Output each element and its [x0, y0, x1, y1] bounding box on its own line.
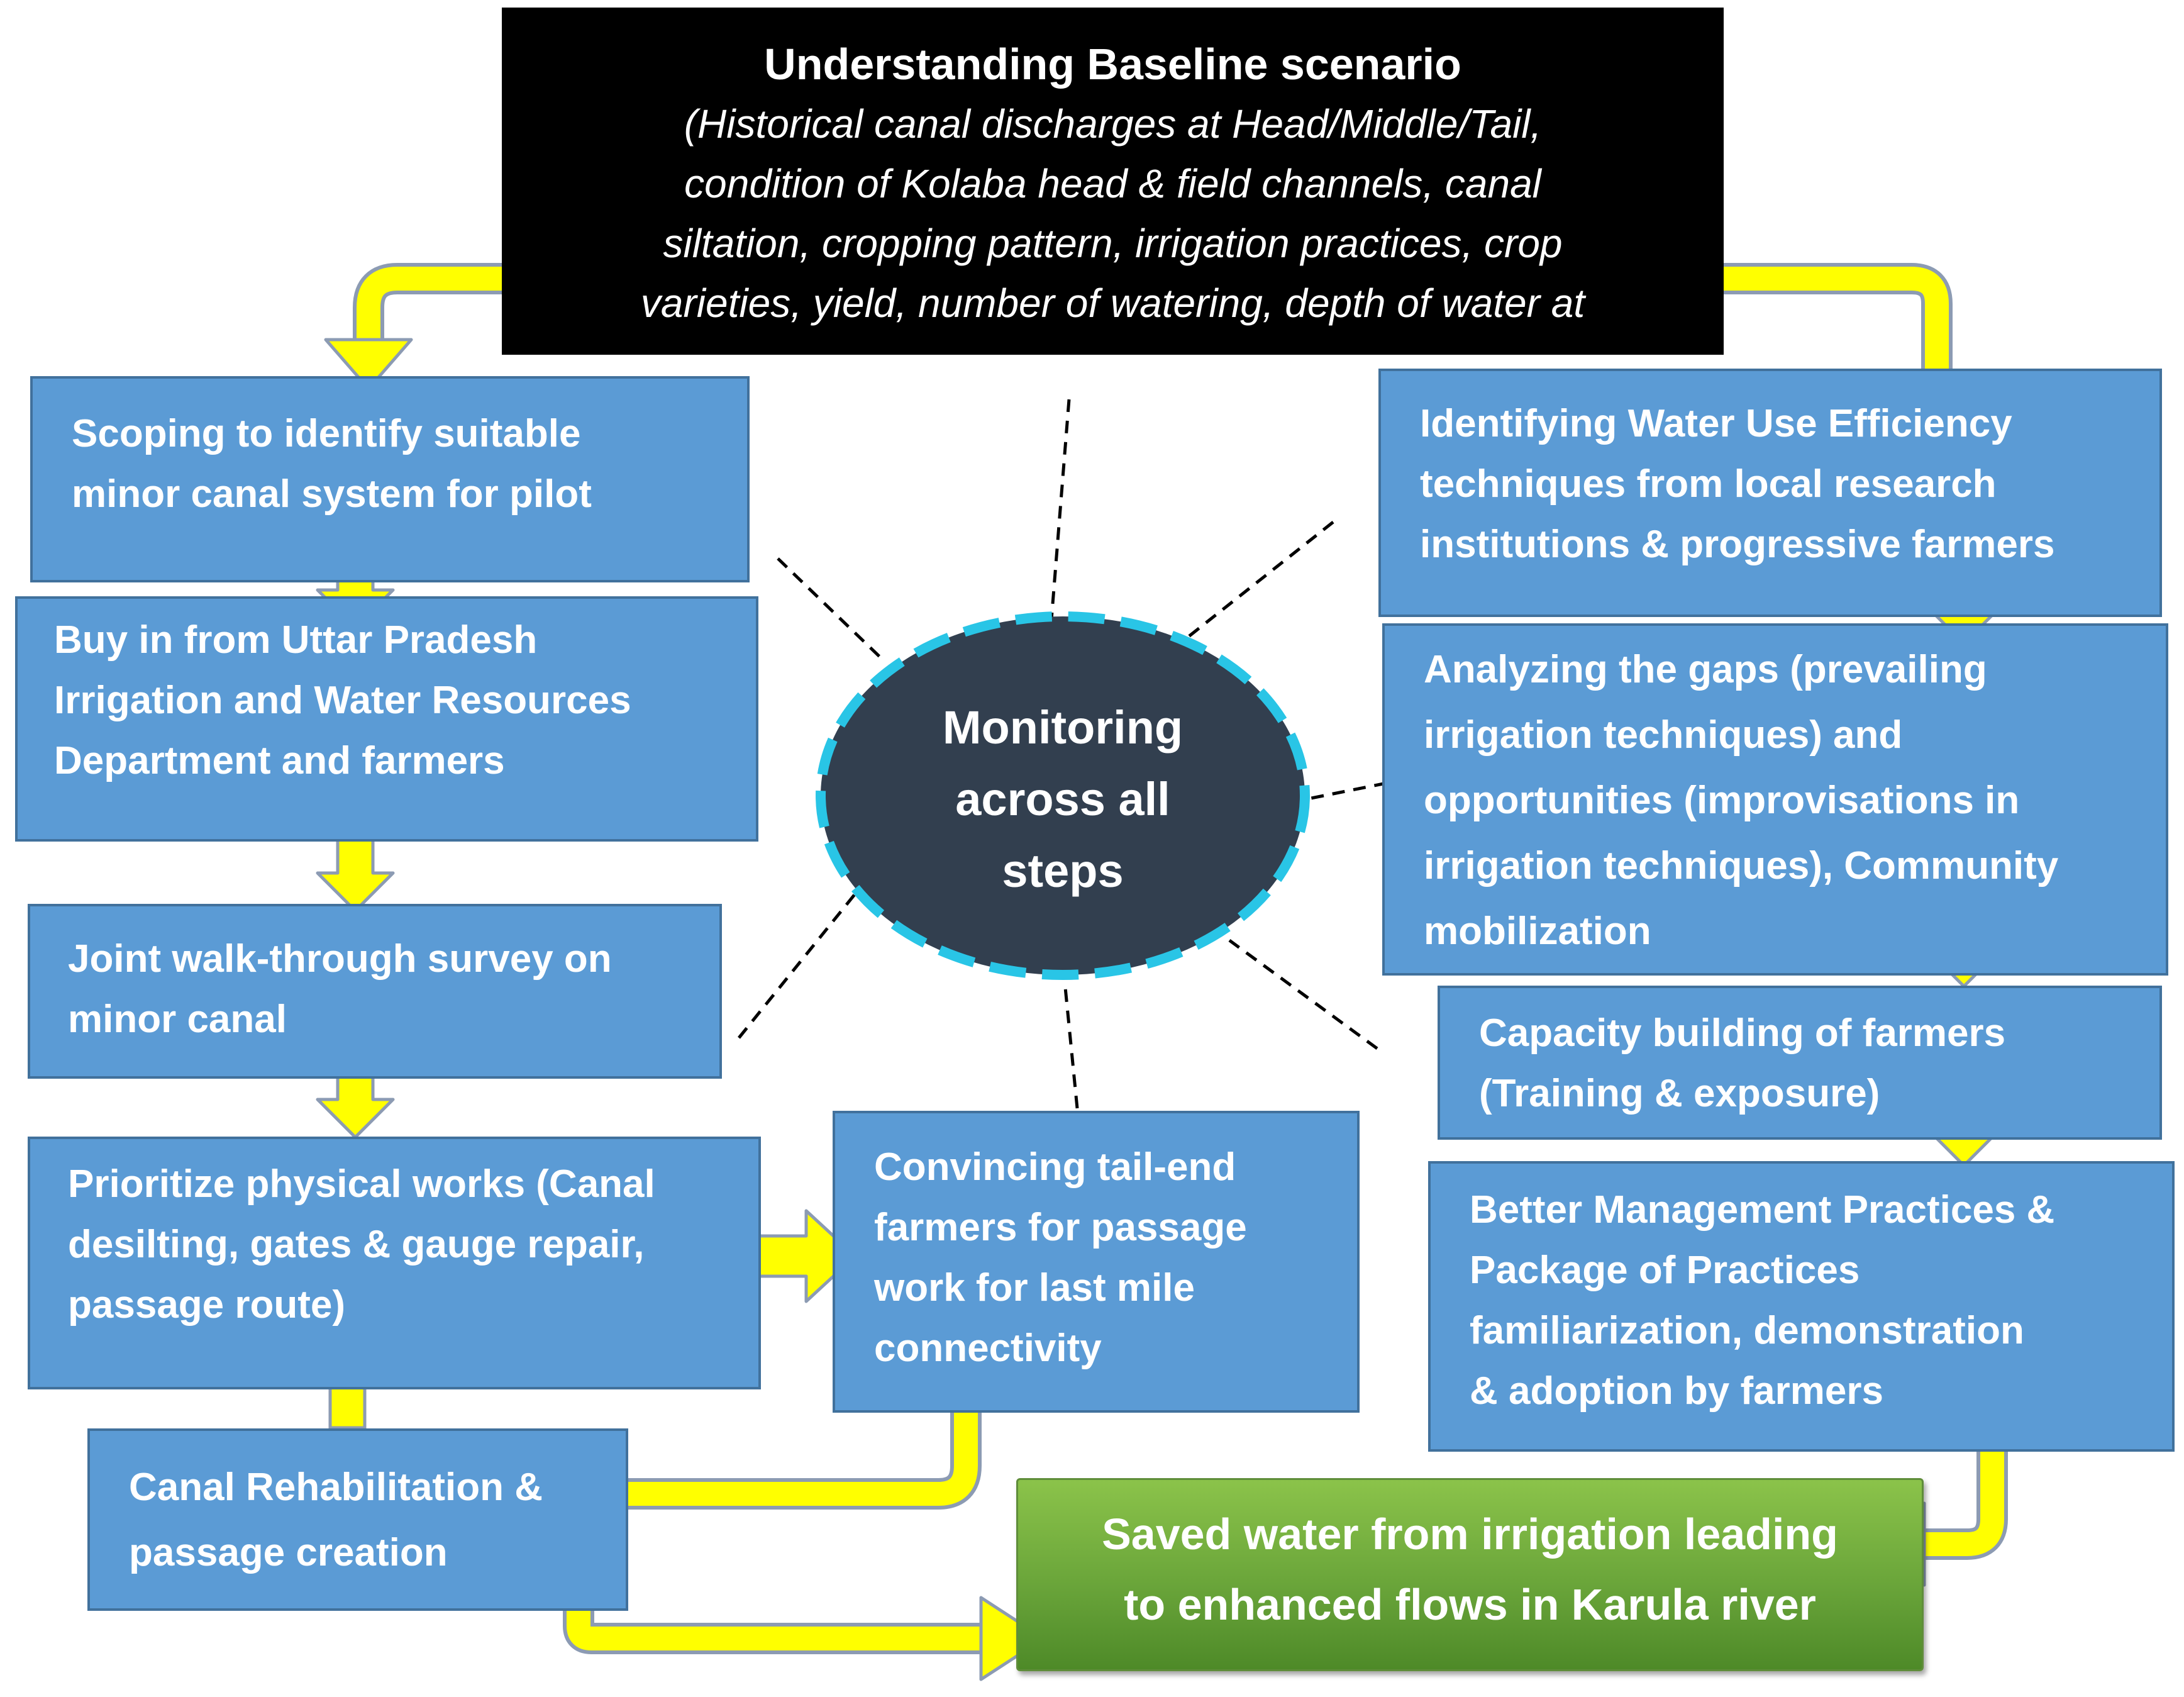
walk-through-box: Joint walk-through survey on minor canal	[28, 904, 722, 1079]
spoke-top-right	[1181, 521, 1334, 643]
arrow-rehabilitation-to-result	[563, 1596, 1046, 1681]
walk-through-text: Joint walk-through survey on minor canal	[68, 937, 612, 1041]
identifying-text: Identifying Water Use Efficiency techniq…	[1420, 402, 2055, 566]
arrow-convincing-to-rehabilitation	[626, 1383, 982, 1510]
rehabilitation-box: Canal Rehabilitation & passage creation	[87, 1428, 628, 1611]
arrow-baseline-to-identifying	[1701, 263, 1953, 372]
arrow-baseline-to-scoping	[324, 263, 542, 391]
spoke-right	[1307, 781, 1387, 801]
convincing-box: Convincing tail-end farmers for passage …	[833, 1111, 1360, 1413]
prioritize-box: Prioritize physical works (Canal desilti…	[28, 1137, 761, 1389]
analyzing-box: Analyzing the gaps (prevailing irrigatio…	[1382, 623, 2168, 976]
monitoring-spokes	[738, 399, 1387, 1109]
capacity-text: Capacity building of farmers (Training &…	[1479, 1011, 2006, 1115]
spoke-top	[1050, 399, 1071, 620]
practices-text: Better Management Practices & Package of…	[1470, 1188, 2055, 1413]
scoping-text: Scoping to identify suitable minor canal…	[72, 412, 592, 516]
baseline-detail: (Historical canal discharges at Head/Mid…	[640, 101, 1585, 326]
rehabilitation-text: Canal Rehabilitation & passage creation	[129, 1466, 543, 1574]
buy-in-box: Buy in from Uttar Pradesh Irrigation and…	[15, 596, 758, 842]
identifying-box: Identifying Water Use Efficiency techniq…	[1378, 369, 2162, 617]
arrow-buy-in-to-walk-through	[318, 837, 393, 911]
spoke-top-left	[777, 557, 885, 662]
monitoring-text: Monitoring across all steps	[942, 701, 1183, 897]
spoke-bottom-left	[738, 873, 872, 1039]
prioritize-text: Prioritize physical works (Canal desilti…	[68, 1162, 655, 1327]
result-box: Saved water from irrigation leading to e…	[1016, 1478, 1924, 1671]
baseline-box: Understanding Baseline scenario (Histori…	[502, 8, 1724, 355]
monitoring-ellipse	[816, 611, 1310, 980]
analyzing-text: Analyzing the gaps (prevailing irrigatio…	[1424, 648, 2059, 953]
scoping-box: Scoping to identify suitable minor canal…	[30, 376, 750, 582]
convincing-text: Convincing tail-end farmers for passage …	[874, 1145, 1247, 1370]
practices-box: Better Management Practices & Package of…	[1428, 1161, 2175, 1452]
baseline-title: Understanding Baseline scenario	[764, 40, 1461, 89]
capacity-box: Capacity building of farmers (Training &…	[1438, 986, 2162, 1140]
arrow-prioritize-to-rehabilitation	[328, 1385, 367, 1430]
spoke-bottom	[1063, 981, 1079, 1109]
buy-in-text: Buy in from Uttar Pradesh Irrigation and…	[54, 618, 631, 782]
spoke-bottom-right	[1228, 938, 1378, 1050]
